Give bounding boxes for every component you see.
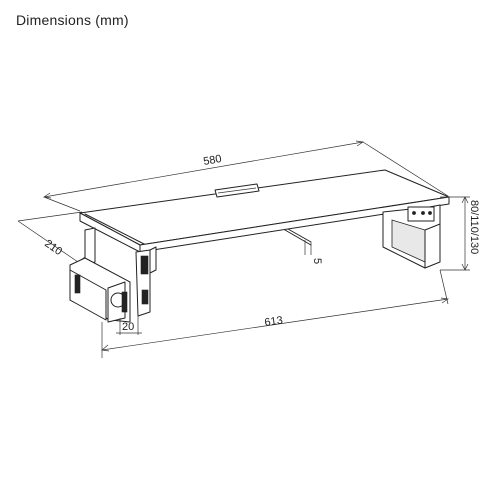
dimension-label-580: 580 — [202, 153, 222, 168]
back-cross-bar: 5 — [284, 228, 323, 264]
stand-top-surface — [79, 169, 450, 253]
dimension-20: 20 — [116, 315, 142, 335]
dimension-label-5: 5 — [311, 258, 323, 264]
dimension-label-height: 80/110/130 — [468, 200, 480, 254]
dimension-613: 613 — [101, 269, 449, 358]
dimension-580: 580 — [43, 140, 449, 212]
front-left-leg — [69, 227, 157, 323]
dimension-height: 80/110/130 — [440, 196, 480, 271]
back-right-leg — [382, 204, 441, 269]
dimension-label-210: 210 — [42, 238, 64, 258]
dimension-label-613: 613 — [264, 315, 284, 329]
dimension-label-20: 20 — [122, 321, 134, 333]
page-title: Dimensions (mm) — [16, 12, 129, 28]
